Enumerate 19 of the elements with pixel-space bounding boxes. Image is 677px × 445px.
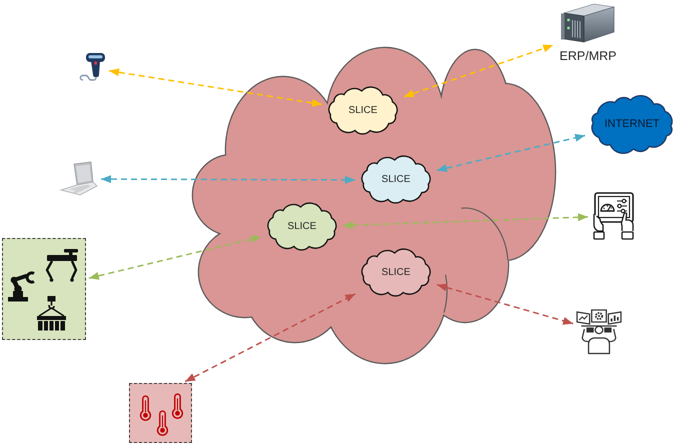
- double-headed-arrow: [101, 175, 355, 184]
- cloud-label: SLICE: [288, 221, 316, 233]
- double-headed-arrow: [108, 68, 322, 107]
- double-headed-arrow: [88, 235, 262, 280]
- double-headed-arrow: [436, 134, 586, 172]
- cloud-label: SLICE: [382, 267, 410, 279]
- laptop-icon: [60, 161, 98, 197]
- cloud-label: SLICE: [382, 174, 410, 186]
- double-headed-arrow: [342, 213, 588, 230]
- operator-monitors-icon: [576, 308, 622, 354]
- server-label: ERP/MRP: [560, 49, 616, 64]
- group-panel: [2, 238, 86, 340]
- cloud-label: SLICE: [348, 105, 378, 117]
- group-panel: [129, 383, 192, 443]
- tablet-hands-icon: [591, 192, 637, 240]
- double-headed-arrow: [184, 293, 356, 382]
- cloud-label: INTERNET: [604, 118, 660, 131]
- double-headed-arrow: [404, 44, 554, 98]
- double-headed-arrow: [436, 284, 574, 325]
